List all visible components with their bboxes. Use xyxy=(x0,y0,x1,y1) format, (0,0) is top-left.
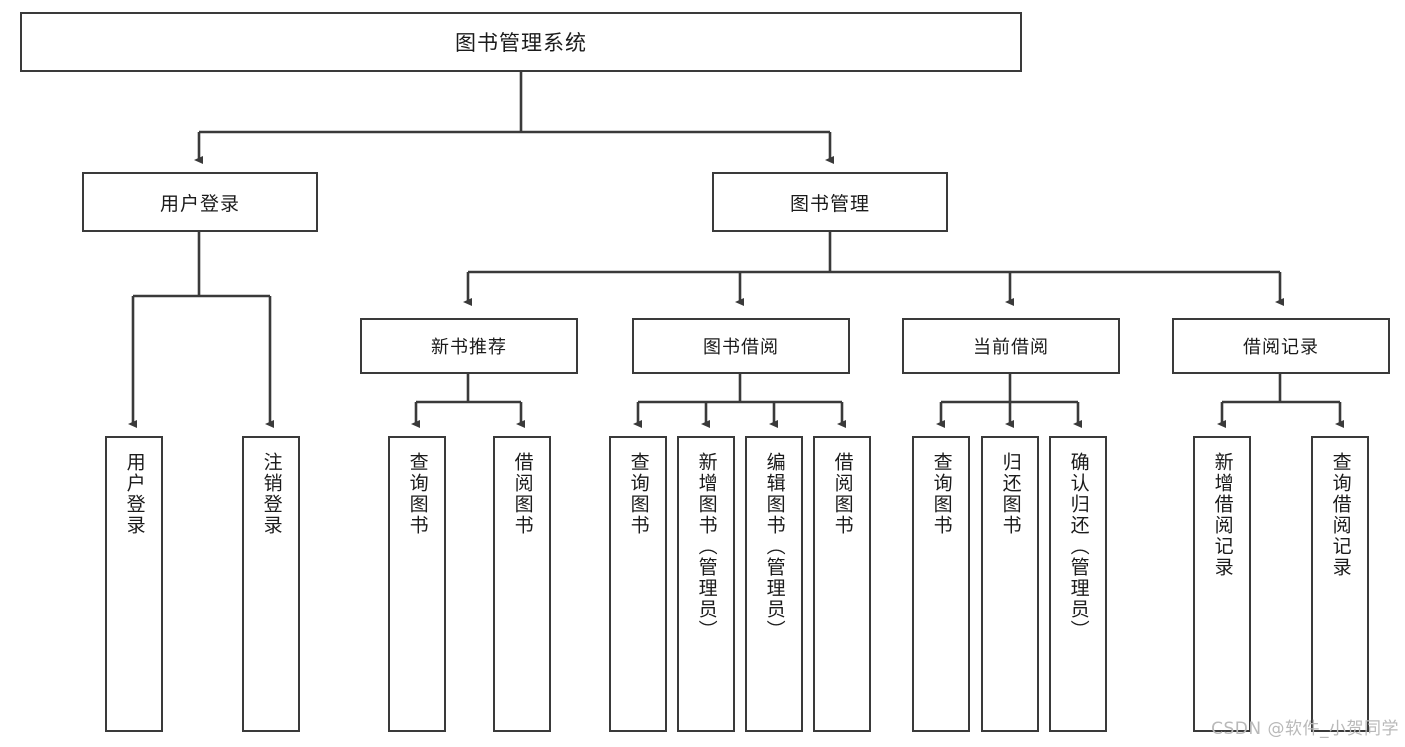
node-label: 借阅图书 xyxy=(511,452,534,536)
leaf-return-book[interactable]: 归还图书 xyxy=(981,436,1039,732)
node-book-management[interactable]: 图书管理 xyxy=(712,172,948,232)
node-label: 编辑图书（管理员） xyxy=(763,452,786,641)
leaf-edit-book-admin[interactable]: 编辑图书（管理员） xyxy=(745,436,803,732)
node-label: 新增图书（管理员） xyxy=(695,452,718,641)
leaf-query-book-current[interactable]: 查询图书 xyxy=(912,436,970,732)
node-label: 查询借阅记录 xyxy=(1329,452,1352,578)
leaf-query-book-borrow[interactable]: 查询图书 xyxy=(609,436,667,732)
leaf-user-login[interactable]: 用户登录 xyxy=(105,436,163,732)
node-label: 图书管理系统 xyxy=(455,31,587,55)
leaf-borrow-book[interactable]: 借阅图书 xyxy=(813,436,871,732)
leaf-confirm-return-admin[interactable]: 确认归还（管理员） xyxy=(1049,436,1107,732)
node-label: 确认归还（管理员） xyxy=(1067,452,1090,641)
node-user-login[interactable]: 用户登录 xyxy=(82,172,318,232)
node-label: 用户登录 xyxy=(159,192,240,215)
node-book-borrow[interactable]: 图书借阅 xyxy=(632,318,850,374)
node-label: 图书管理 xyxy=(789,192,870,215)
leaf-add-book-admin[interactable]: 新增图书（管理员） xyxy=(677,436,735,732)
node-new-book-recommend[interactable]: 新书推荐 xyxy=(360,318,578,374)
node-current-borrow[interactable]: 当前借阅 xyxy=(902,318,1120,374)
leaf-query-book-recommend[interactable]: 查询图书 xyxy=(388,436,446,732)
node-label: 查询图书 xyxy=(627,452,650,536)
watermark-text: CSDN @软件_小贺同学 xyxy=(1211,719,1399,739)
node-label: 新书推荐 xyxy=(431,337,507,358)
node-label: 归还图书 xyxy=(999,452,1022,536)
node-label: 查询图书 xyxy=(930,452,953,536)
node-label: 注销登录 xyxy=(260,452,283,536)
node-label: 查询图书 xyxy=(406,452,429,536)
node-label: 新增借阅记录 xyxy=(1211,452,1234,578)
node-label: 借阅图书 xyxy=(831,452,854,536)
leaf-logout-login[interactable]: 注销登录 xyxy=(242,436,300,732)
leaf-borrow-book-recommend[interactable]: 借阅图书 xyxy=(493,436,551,732)
leaf-add-borrow-record[interactable]: 新增借阅记录 xyxy=(1193,436,1251,732)
node-label: 当前借阅 xyxy=(973,337,1049,358)
node-label: 借阅记录 xyxy=(1243,337,1319,358)
node-label: 用户登录 xyxy=(123,452,146,536)
node-label: 图书借阅 xyxy=(703,337,779,358)
leaf-query-borrow-record[interactable]: 查询借阅记录 xyxy=(1311,436,1369,732)
node-root-system[interactable]: 图书管理系统 xyxy=(20,12,1022,72)
node-borrow-record[interactable]: 借阅记录 xyxy=(1172,318,1390,374)
